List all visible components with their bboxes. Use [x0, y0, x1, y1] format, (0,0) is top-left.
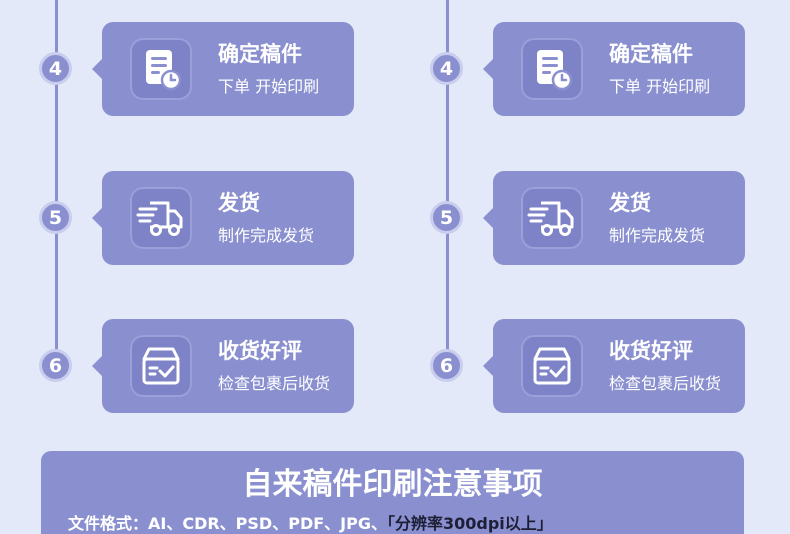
step-title: 确定稿件 [218, 42, 302, 66]
delivery-truck-icon [130, 187, 192, 249]
step-title: 确定稿件 [609, 42, 693, 66]
step-subtitle: 下单 开始印刷 [218, 77, 320, 96]
step-number-badge: 6 [39, 349, 72, 382]
process-column-left: 4 确定稿件 下单 开始印刷 5 [0, 0, 395, 430]
step-title: 发货 [609, 191, 651, 215]
step-title: 收货好评 [609, 339, 693, 363]
timeline-line [446, 0, 449, 370]
timeline-line [55, 0, 58, 370]
step-subtitle: 下单 开始印刷 [609, 77, 711, 96]
package-check-icon [521, 335, 583, 397]
resolution-highlight: 「分辨率300dpi以上」 [386, 514, 553, 533]
step-number-badge: 4 [430, 52, 463, 85]
step-card: 收货好评 检查包裹后收货 [483, 319, 745, 413]
step-confirm-draft: 4 确定稿件 下单 开始印刷 [391, 22, 786, 116]
step-subtitle: 制作完成发货 [218, 226, 315, 245]
step-number-badge: 5 [39, 201, 72, 234]
process-column-right: 4 确定稿件 下单 开始印刷 5 [391, 0, 786, 430]
notice-panel: 自来稿件印刷注意事项 文件格式：AI、CDR、PSD、PDF、JPG、「分辨率3… [41, 451, 744, 534]
step-shipping: 5 发货 制作完成发货 [391, 171, 786, 265]
document-clock-icon [521, 38, 583, 100]
step-subtitle: 制作完成发货 [609, 226, 706, 245]
step-shipping: 5 发货 制作完成发货 [0, 171, 395, 265]
notice-title: 自来稿件印刷注意事项 [242, 467, 543, 502]
step-card: 发货 制作完成发货 [92, 171, 354, 265]
file-format-line: 文件格式：AI、CDR、PSD、PDF、JPG、「分辨率300dpi以上」 [68, 510, 553, 534]
step-card: 收货好评 检查包裹后收货 [92, 319, 354, 413]
step-title: 发货 [218, 191, 260, 215]
step-number-badge: 6 [430, 349, 463, 382]
step-number-badge: 4 [39, 52, 72, 85]
file-format-text: 文件格式：AI、CDR、PSD、PDF、JPG、 [68, 514, 387, 533]
document-clock-icon [130, 38, 192, 100]
package-check-icon [130, 335, 192, 397]
step-title: 收货好评 [218, 339, 302, 363]
step-receive-review: 6 收货好评 检查包裹后收货 [391, 319, 786, 413]
step-subtitle: 检查包裹后收货 [218, 374, 331, 393]
step-confirm-draft: 4 确定稿件 下单 开始印刷 [0, 22, 395, 116]
step-card: 确定稿件 下单 开始印刷 [483, 22, 745, 116]
step-card: 发货 制作完成发货 [483, 171, 745, 265]
step-subtitle: 检查包裹后收货 [609, 374, 722, 393]
delivery-truck-icon [521, 187, 583, 249]
step-number-badge: 5 [430, 201, 463, 234]
step-card: 确定稿件 下单 开始印刷 [92, 22, 354, 116]
step-receive-review: 6 收货好评 检查包裹后收货 [0, 319, 395, 413]
